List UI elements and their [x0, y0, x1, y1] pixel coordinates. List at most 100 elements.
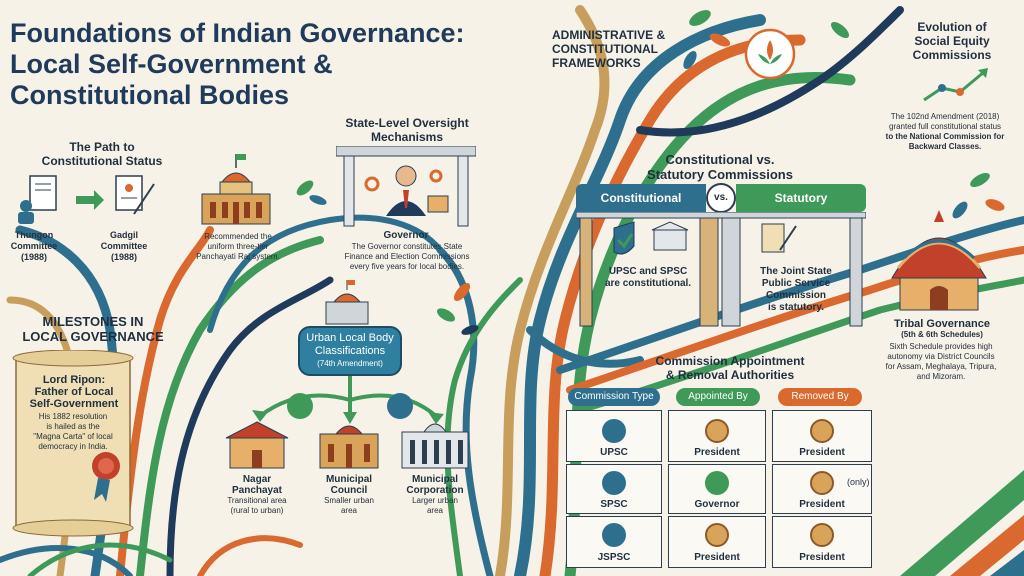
corp-line2: Corporation — [406, 485, 464, 496]
council-line4: area — [340, 506, 357, 515]
row1-type: UPSC — [600, 447, 628, 458]
tribal-desc-line2: autonomy via District Councils — [887, 352, 995, 361]
row3-removed: President — [799, 552, 845, 563]
admin-line3: FRAMEWORKS — [552, 56, 641, 70]
col-commission-type: Commission Type — [568, 388, 660, 406]
evolution-line2: Social Equity — [914, 34, 990, 48]
appointment-line2: & Removal Authorities — [665, 368, 795, 382]
nagar-line1: Nagar — [242, 474, 272, 485]
governor-desc-line2: Finance and Election Commissions — [344, 252, 470, 261]
comparison-line2: Statutory Commissions — [647, 167, 793, 182]
table-row-spsc-appointed: Governor — [668, 464, 766, 514]
governor-description: The Governor constitutes State Finance a… — [322, 242, 492, 272]
admin-heading: ADMINISTRATIVE & CONSTITUTIONAL FRAMEWOR… — [552, 28, 692, 70]
left-line2: are constitutional. — [604, 278, 692, 289]
ripon-line2: Father of Local — [34, 386, 114, 398]
tribal-heading: Tribal Governance — [894, 318, 990, 330]
row1-appointed: President — [694, 447, 740, 458]
scales-icon — [602, 523, 626, 547]
gadgil-committee: Gadgil Committee (1988) — [96, 230, 152, 263]
title-line3: Constitutional Bodies — [10, 80, 289, 110]
milestones-line2: LOCAL GOVERNANCE — [22, 329, 164, 344]
table-row-jspsc-appointed: President — [668, 516, 766, 568]
constitutional-header: Constitutional — [576, 184, 706, 212]
urban-banner: Urban Local Body Classifications (74th A… — [298, 326, 402, 376]
president-seal-icon — [810, 419, 834, 443]
municipal-council-icon — [319, 425, 379, 469]
row2-appointed: Governor — [694, 499, 740, 510]
ripon-line1: Lord Ripon: — [42, 374, 106, 386]
council-line3: Smaller urban — [324, 496, 374, 505]
ripon-desc-line1: His 1882 resolution — [38, 412, 108, 421]
state-oversight-line1: State-Level Oversight — [345, 116, 469, 130]
evolution-line3: Commissions — [912, 48, 992, 62]
ripon-desc-line3: "Magna Carta" of local — [33, 432, 113, 441]
row2-type: SPSC — [600, 499, 628, 510]
tribal-sub: (5th & 6th Schedules) — [901, 330, 983, 339]
row2-removed: President — [799, 499, 845, 510]
evolution-desc-line1: The 102nd Amendment (2018) — [890, 112, 1000, 121]
ripon-line3: Self-Government — [29, 398, 119, 410]
admin-line1: ADMINISTRATIVE & — [552, 28, 666, 42]
statutory-note: The Joint State Public Service Commissio… — [744, 266, 848, 314]
governor-desc-line3: every five years for local bodies. — [349, 262, 465, 271]
row3-type: JSPSC — [597, 552, 631, 563]
path-heading: The Path to Constitutional Status — [12, 140, 192, 168]
emblem-icon — [744, 28, 796, 80]
president-seal-icon — [810, 523, 834, 547]
table-row-jspsc-removed: President — [772, 516, 872, 568]
admin-line2: CONSTITUTIONAL — [552, 42, 658, 56]
thungon-line1: Thungon — [14, 230, 54, 240]
three-tier-recommendation: Recommended the uniform three-tier Panch… — [188, 232, 288, 262]
evolution-desc-line2: granted full constitutional status — [888, 122, 1002, 131]
nagar-panchayat: Nagar Panchayat Transitional area (rural… — [214, 474, 300, 516]
urban-arrows — [252, 376, 444, 424]
table-row-spsc-type: SPSC — [566, 464, 662, 514]
evolution-desc-line4: Backward Classes. — [908, 142, 982, 151]
comparison-line1: Constitutional vs. — [665, 152, 775, 167]
council-line2: Council — [330, 485, 368, 496]
governor-desc-line1: The Governor constitutes State — [351, 242, 463, 251]
page-title: Foundations of Indian Governance: Local … — [10, 18, 490, 111]
row2-note: (only) — [847, 477, 870, 487]
path-heading-line2: Constitutional Status — [41, 154, 163, 168]
tribal-desc-line3: for Assam, Meghalaya, Tripura, — [885, 362, 997, 371]
thungon-line3: (1988) — [20, 252, 47, 262]
milestones-line1: MILESTONES IN — [42, 314, 144, 329]
milestones-heading: MILESTONES IN LOCAL GOVERNANCE — [8, 314, 178, 344]
ripon-description: His 1882 resolution is hailed as the "Ma… — [18, 412, 128, 452]
gadgil-line2: Committee — [100, 241, 148, 251]
state-oversight-line2: Mechanisms — [370, 130, 444, 144]
col-removed-by: Removed By — [778, 388, 862, 406]
urban-banner-line2: Classifications — [314, 345, 386, 357]
path-heading-line1: The Path to — [69, 140, 135, 154]
corp-line1: Municipal — [411, 474, 459, 485]
recommend-line3: Panchayati Raj system. — [196, 252, 280, 261]
president-seal-icon — [705, 523, 729, 547]
appointment-line1: Commission Appointment — [655, 354, 805, 368]
right-line3: Commission — [765, 290, 826, 301]
gadgil-line3: (1988) — [110, 252, 137, 262]
municipal-building-icon — [325, 280, 369, 325]
evolution-line1: Evolution of — [917, 20, 987, 34]
tribal-desc-line1: Sixth Schedule provides high — [889, 342, 993, 351]
right-line1: The Joint State — [760, 266, 832, 277]
municipal-corporation-icon — [401, 423, 469, 469]
urban-banner-line3: (74th Amendment) — [317, 359, 383, 368]
tribal-hut-icon — [891, 210, 987, 311]
title-line2: Local Self-Government & — [10, 49, 333, 79]
row3-appointed: President — [694, 552, 740, 563]
col-appointed-by: Appointed By — [676, 388, 760, 406]
scales-icon — [602, 419, 626, 443]
governor-label: Governor — [383, 230, 429, 241]
row1-removed: President — [799, 447, 845, 458]
evolution-heading: Evolution of Social Equity Commissions — [892, 20, 1012, 62]
governor-pavilion-icon — [336, 146, 476, 227]
appointment-heading: Commission Appointment & Removal Authori… — [620, 354, 840, 382]
panchayat-building-icon — [201, 154, 271, 225]
president-seal-icon — [705, 419, 729, 443]
corp-line3: Larger urban — [412, 496, 458, 505]
nagar-line2: Panchayat — [231, 485, 283, 496]
municipal-corporation: Municipal Corporation Larger urban area — [392, 474, 478, 516]
left-line1: UPSC and SPSC — [608, 266, 688, 277]
